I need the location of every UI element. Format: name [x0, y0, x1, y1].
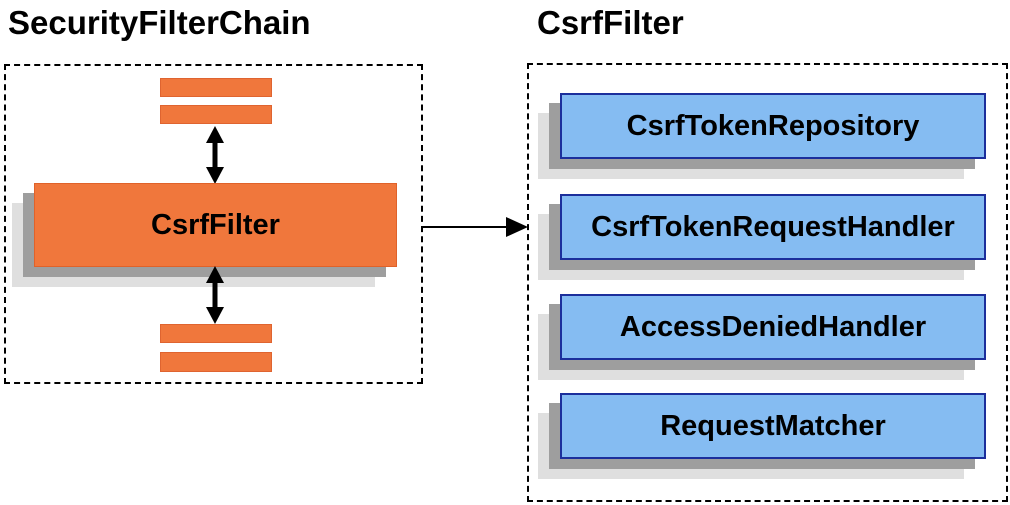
- right-arrow-icon: [421, 217, 528, 237]
- filter-chain-bar: [160, 324, 272, 343]
- csrf-token-request-handler-box: CsrfTokenRequestHandler: [560, 194, 986, 260]
- filter-chain-bar: [160, 78, 272, 97]
- filter-chain-bar: [160, 352, 272, 372]
- up-down-arrow-icon: [206, 266, 224, 324]
- csrf-filter-box: CsrfFilter: [34, 183, 397, 267]
- component-label: CsrfTokenRequestHandler: [591, 210, 955, 243]
- access-denied-handler-box: AccessDeniedHandler: [560, 294, 986, 360]
- security-filter-chain-title: SecurityFilterChain: [8, 4, 311, 41]
- filter-chain-bar: [160, 105, 272, 124]
- component-label: CsrfTokenRepository: [626, 109, 920, 142]
- up-down-arrow-icon: [206, 126, 224, 184]
- csrf-filter-panel: CsrfTokenRepository CsrfTokenRequestHand…: [527, 63, 1008, 502]
- component-label: RequestMatcher: [660, 409, 886, 442]
- security-filter-chain-panel: CsrfFilter: [4, 64, 423, 384]
- csrf-token-repository-box: CsrfTokenRepository: [560, 93, 986, 159]
- csrf-filter-title: CsrfFilter: [537, 4, 684, 41]
- request-matcher-box: RequestMatcher: [560, 393, 986, 459]
- csrf-filter-box-label: CsrfFilter: [151, 208, 280, 241]
- component-label: AccessDeniedHandler: [619, 310, 927, 343]
